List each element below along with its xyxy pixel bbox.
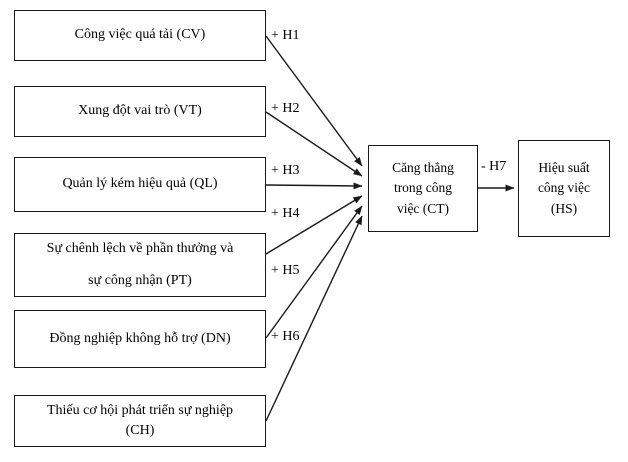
- node-vt[interactable]: Xung đột vai trò (VT): [14, 86, 266, 137]
- node-dn[interactable]: Đồng nghiệp không hỗ trợ (DN): [14, 310, 266, 368]
- node-ch-label: Thiếu cơ hội phát triển sự nghiệp(CH): [46, 402, 234, 438]
- node-vt-label: Xung đột vai trò (VT): [78, 103, 202, 119]
- node-ch[interactable]: Thiếu cơ hội phát triển sự nghiệp(CH): [14, 395, 266, 447]
- edge-label-h4: + H4: [271, 206, 300, 221]
- edge-cv-to-ct: [265, 35, 363, 167]
- edge-ql-to-ct: [265, 182, 363, 190]
- node-ql[interactable]: Quản lý kém hiệu quả (QL): [14, 157, 266, 212]
- edge-label-h6: + H6: [271, 329, 300, 344]
- edge-label-h2: + H2: [271, 101, 300, 116]
- edge-ch-to-ct: [265, 215, 363, 422]
- edge-pt-to-ct: [265, 195, 363, 255]
- edge-label-h7: - H7: [481, 159, 507, 174]
- node-cv[interactable]: Công việc quá tải (CV): [14, 10, 266, 61]
- edge-label-h3: + H3: [271, 163, 300, 178]
- edge-dn-to-ct: [265, 205, 363, 339]
- node-cv-label: Công việc quá tải (CV): [74, 27, 206, 43]
- edge-label-h5: + H5: [271, 263, 300, 278]
- edge-label-h1: + H1: [271, 28, 300, 43]
- edge-vt-to-ct: [265, 111, 363, 177]
- node-dn-label: Đồng nghiệp không hỗ trợ (DN): [49, 330, 231, 346]
- node-ql-label: Quản lý kém hiệu quả (QL): [62, 176, 218, 192]
